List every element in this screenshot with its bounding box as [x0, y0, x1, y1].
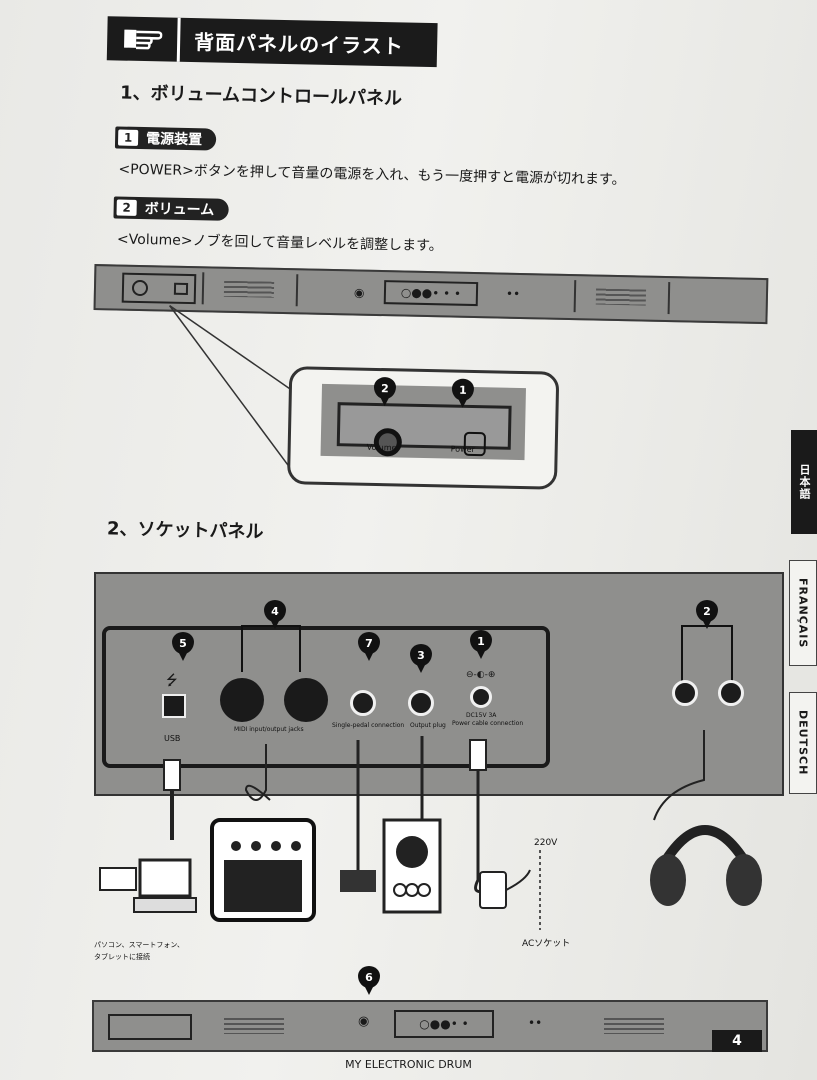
volume-label: Volume	[366, 442, 397, 453]
badge-power: 1 電源装置	[114, 126, 217, 151]
control-panel-strip: ◉ ○●●• • • ••	[93, 264, 769, 325]
badge-volume: 2 ボリューム	[113, 196, 229, 221]
usb-port[interactable]	[162, 694, 186, 718]
marker-volume: 2	[373, 376, 397, 400]
power-description: <POWER>ボタンを押して音量の電源を入れ、もう一度押すと電源が切れます。	[118, 161, 626, 189]
volume-power-zoom: 2 1 Volume Power	[286, 366, 560, 490]
midi-label: MIDI input/output jacks	[234, 726, 304, 733]
marker-usb: 5	[172, 632, 194, 661]
volt-label: 220V	[534, 838, 558, 848]
speaker-grille	[224, 1018, 284, 1034]
ac-socket-label: ACソケット	[522, 939, 571, 949]
dc-polarity-icon: ⊖-◐-⊕	[466, 670, 496, 680]
marker-output: 3	[410, 644, 432, 673]
socket-panel: 5 4 7 3 1 2 ⭍ USB MIDI input/output jack…	[94, 572, 784, 796]
badge-number: 2	[116, 199, 137, 216]
control-cluster	[108, 1014, 192, 1040]
badge-label: ボリューム	[144, 201, 215, 219]
power-cable-label: Power cable connection	[452, 720, 524, 727]
page-title: 背面パネルのイラスト	[193, 29, 404, 58]
badge-label: 電源装置	[145, 131, 203, 149]
output-jack[interactable]	[408, 690, 434, 716]
header-bar: 背面パネルのイラスト	[106, 16, 438, 68]
control-cluster	[121, 272, 197, 305]
knob-icon	[131, 279, 149, 297]
indicator-dots: ○●●• •	[394, 1010, 494, 1038]
marker-power: 1	[451, 378, 475, 402]
section-title-socket: 2、ソケットパネル	[106, 518, 264, 543]
marker-eye: 6	[358, 966, 380, 995]
volume-description: <Volume>ノブを回して音量レベルを調整します。	[116, 231, 443, 255]
headphone-jack[interactable]	[672, 680, 698, 706]
marker-pedal: 7	[358, 632, 380, 661]
side-tab-french[interactable]: FRANÇAIS	[789, 560, 817, 666]
dc-jack[interactable]	[470, 686, 492, 708]
dots-icon: ••	[528, 1016, 543, 1030]
pointing-hand-icon	[106, 16, 181, 62]
section-title-volume: 1、ボリュームコントロールパネル	[119, 82, 403, 110]
speaker-grille	[604, 1018, 664, 1034]
eye-icon: ◉	[353, 285, 365, 300]
badge-number: 1	[117, 129, 139, 146]
marker-power-socket: 1	[470, 630, 492, 659]
side-tab-japanese[interactable]: 日本語	[791, 430, 817, 534]
bottom-panel-strip: ◉ ○●●• • ••	[92, 1000, 768, 1052]
socket-cluster	[102, 626, 550, 768]
indicator-dots: ○●●• • •	[383, 280, 479, 307]
pc-note-1: パソコン、スマートフォン、	[94, 941, 184, 949]
usb-icon: ⭍	[166, 673, 178, 689]
side-tab-german[interactable]: DEUTSCH	[789, 692, 817, 794]
eye-icon: ◉	[358, 1014, 370, 1029]
button-icon	[173, 282, 189, 295]
footer-title: MY ELECTRONIC DRUM	[345, 1058, 472, 1071]
upper-section: 背面パネルのイラスト 1、ボリュームコントロールパネル 1 電源装置 <POWE…	[0, 0, 817, 557]
pedal-label: Single-pedal connection	[332, 722, 405, 729]
power-label: Power	[450, 444, 475, 455]
page-number: 4	[712, 1030, 762, 1052]
dc-label: DC15V 3A	[466, 712, 497, 719]
usb-label: USB	[164, 734, 181, 743]
speaker-grille	[223, 280, 275, 298]
headphone-jack[interactable]	[718, 680, 744, 706]
pc-note-2: タブレットに接続	[94, 953, 150, 961]
midi-jack[interactable]	[220, 678, 264, 722]
pedal-jack[interactable]	[350, 690, 376, 716]
output-label: Output plug	[410, 722, 446, 729]
midi-jack[interactable]	[284, 678, 328, 722]
speaker-grille	[595, 288, 647, 306]
dots-icon: ••	[505, 286, 521, 301]
